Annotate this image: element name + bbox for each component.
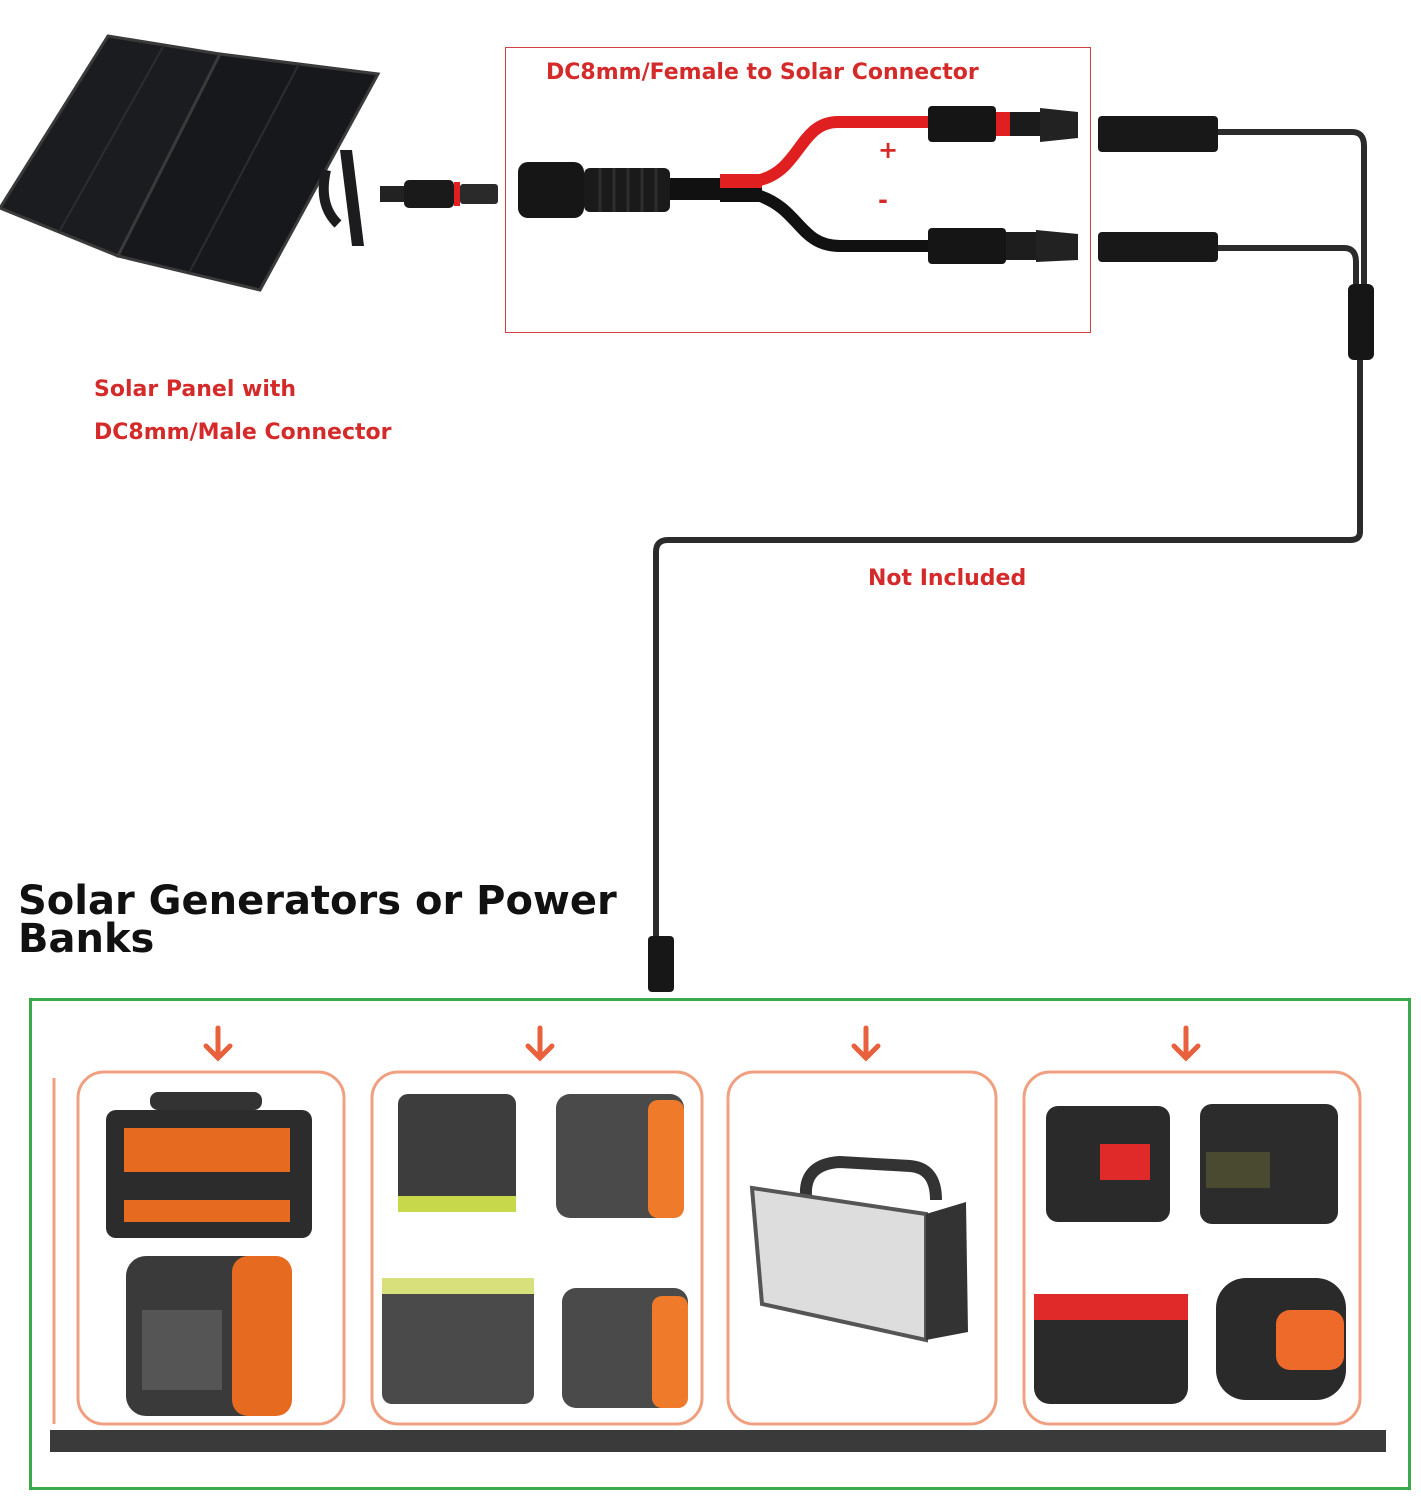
- not-included-label: Not Included: [868, 566, 1027, 591]
- solar-panel-label-line1: Solar Panel with: [94, 377, 297, 402]
- extension-cable-image: [648, 116, 1374, 992]
- solar-panel-label-line2: DC8mm/Male Connector: [94, 420, 392, 445]
- solar-panel-label: Solar Panel with DC8mm/Male Connector: [94, 368, 391, 454]
- solar-panel-image: [0, 34, 381, 292]
- adapter-cable-frame: [505, 47, 1091, 333]
- adapter-cable-title: DC8mm/Female to Solar Connector: [546, 60, 979, 85]
- generators-title: Solar Generators or Power Banks: [18, 878, 617, 962]
- generators-illustration: [50, 1025, 1386, 1452]
- adapter-cable-image: [518, 106, 1078, 264]
- generators-frame: [29, 998, 1411, 1490]
- dc8mm-male-plug: [380, 180, 498, 208]
- positive-terminal-label: +: [878, 136, 899, 164]
- negative-terminal-label: -: [878, 186, 888, 214]
